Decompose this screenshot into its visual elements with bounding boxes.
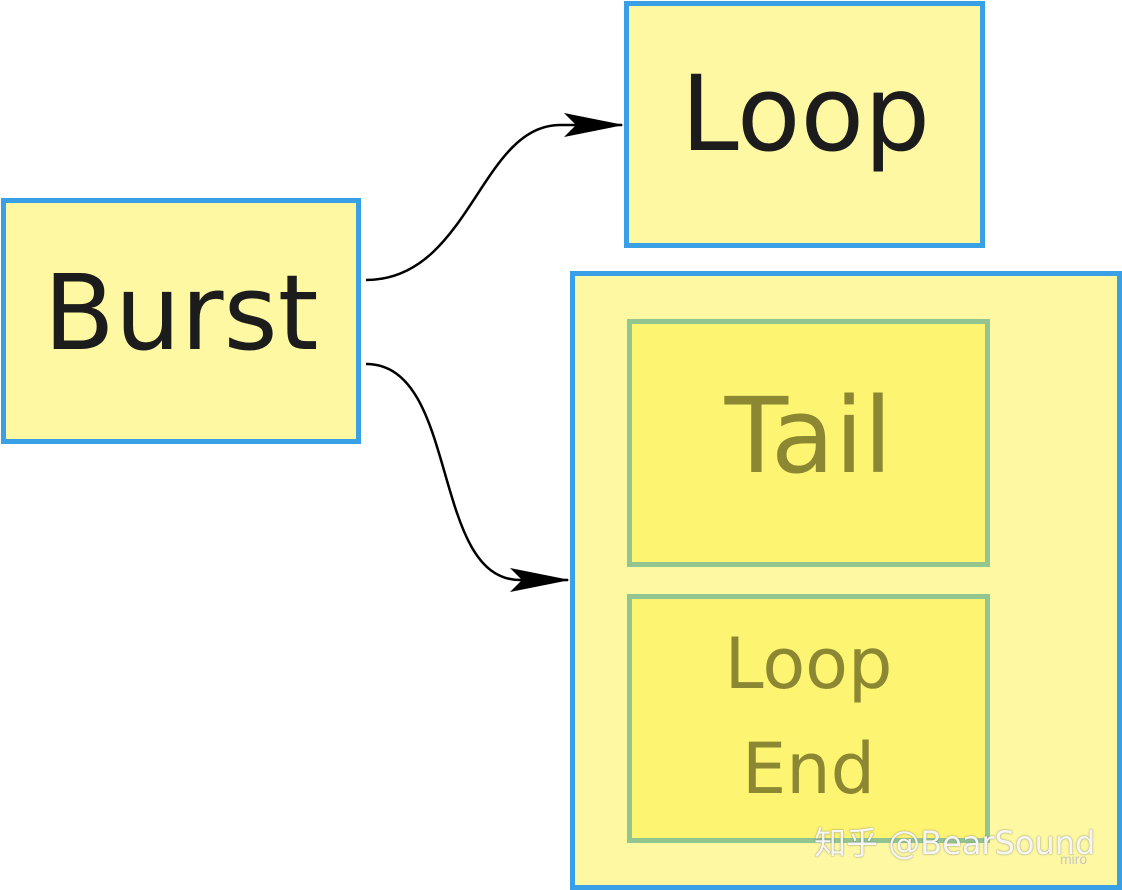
arrow-burst-to-loop bbox=[365, 113, 624, 282]
loop-end-label-line2: End bbox=[741, 728, 876, 810]
watermark: 知乎 @BearSound bbox=[814, 824, 1096, 862]
arrow-burst-to-group bbox=[365, 362, 570, 592]
loop-end-node[interactable]: Loop End bbox=[627, 594, 990, 843]
burst-node[interactable]: Burst bbox=[1, 198, 361, 444]
loop-node[interactable]: Loop bbox=[624, 1, 985, 248]
tail-loopend-group[interactable]: Tail Loop End bbox=[570, 271, 1122, 890]
loop-label: Loop bbox=[680, 53, 931, 175]
tail-node[interactable]: Tail bbox=[627, 319, 990, 567]
miro-logo: miro bbox=[1060, 851, 1088, 867]
loop-end-label-line1: Loop bbox=[724, 623, 893, 705]
burst-label: Burst bbox=[43, 252, 319, 374]
tail-label: Tail bbox=[724, 375, 893, 497]
